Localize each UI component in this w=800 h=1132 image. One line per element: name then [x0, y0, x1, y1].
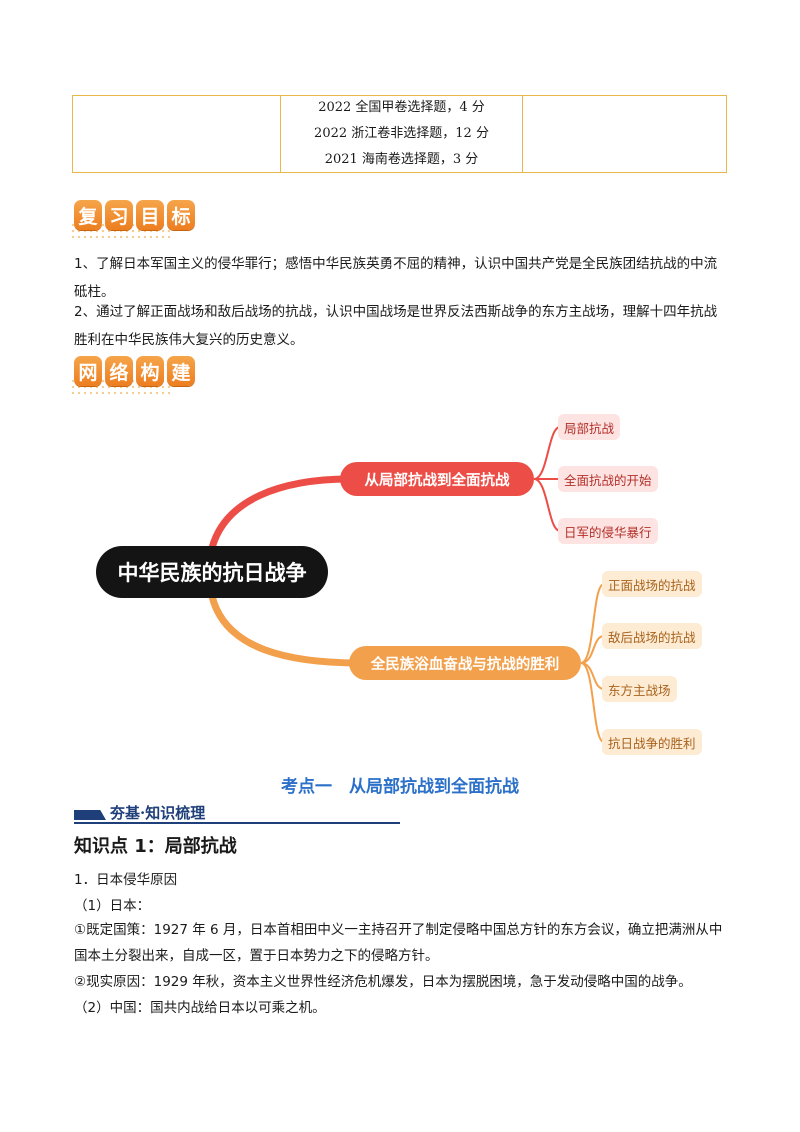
- mind-map-connectors: [208, 426, 605, 743]
- badge-char: 习: [105, 200, 133, 230]
- badge-char: 目: [136, 200, 164, 230]
- mindmap-leaf: 局部抗战: [558, 414, 621, 440]
- badge-char: 络: [105, 356, 133, 386]
- badge-char: 复: [74, 200, 102, 230]
- review-objectives-badge: 复 习 目 标: [70, 200, 195, 242]
- exam-line: 2021 海南卷选择题，3 分: [324, 152, 479, 167]
- badge-char: 建: [167, 356, 195, 386]
- mindmap-leaf: 全面抗战的开始: [558, 466, 658, 492]
- mind-map: 中华民族的抗日战争 从局部抗战到全面抗战 全民族浴血奋战与抗战的胜利 局部抗战 …: [0, 400, 800, 760]
- knowledge-point-title: 知识点 1：局部抗战: [74, 836, 237, 857]
- mindmap-leaf: 正面战场的抗战: [602, 571, 702, 597]
- body-line: 1．日本侵华原因: [74, 872, 178, 888]
- objective-2: 2、通过了解正面战场和敌后战场的抗战，认识中国战场是世界反法西斯战争的东方主战场…: [74, 304, 718, 348]
- body-line: （1）日本：: [74, 898, 151, 914]
- body-line: ①既定国策：1927 年 6 月，日本首相田中义一主持召开了制定侵略中国总方针的…: [74, 922, 723, 964]
- badge-char: 标: [167, 200, 195, 230]
- mindmap-leaf: 日军的侵华暴行: [558, 518, 658, 544]
- mindmap-root: 中华民族的抗日战争: [96, 546, 328, 598]
- exam-line: 2022 全国甲卷选择题，4 分: [318, 100, 485, 115]
- heading-bar-decoration: [74, 810, 106, 820]
- mindmap-leaf: 东方主战场: [602, 676, 677, 702]
- table-cell-middle: 2022 全国甲卷选择题，4 分 2022 浙江卷非选择题，12 分 2021 …: [281, 96, 523, 172]
- body-line: （2）中国：国共内战给日本以可乘之机。: [74, 1000, 326, 1016]
- knowledge-review-label: 夯基·知识梳理: [110, 804, 206, 822]
- section-heading: 考点一 从局部抗战到全面抗战: [281, 777, 519, 797]
- network-badge: 网 络 构 建: [70, 356, 195, 398]
- mindmap-branch-1: 从局部抗战到全面抗战: [340, 462, 534, 496]
- exam-line: 2022 浙江卷非选择题，12 分: [314, 126, 489, 141]
- mindmap-leaf: 抗日战争的胜利: [602, 729, 702, 755]
- divider: [74, 822, 400, 824]
- objective-1: 1、了解日本军国主义的侵华罪行；感悟中华民族英勇不屈的精神，认识中国共产党是全民…: [74, 256, 718, 300]
- exam-info-table: 2022 全国甲卷选择题，4 分 2022 浙江卷非选择题，12 分 2021 …: [72, 95, 727, 173]
- badge-char: 网: [74, 356, 102, 386]
- table-cell-right: [523, 96, 726, 172]
- badge-char: 构: [136, 356, 164, 386]
- mindmap-branch-2: 全民族浴血奋战与抗战的胜利: [349, 646, 581, 680]
- mindmap-leaf: 敌后战场的抗战: [602, 623, 702, 649]
- table-cell-left: [73, 96, 281, 172]
- body-line: ②现实原因：1929 年秋，资本主义世界性经济危机爆发，日本为摆脱困境，急于发动…: [74, 974, 692, 990]
- knowledge-review-bar: 夯基·知识梳理: [74, 802, 400, 824]
